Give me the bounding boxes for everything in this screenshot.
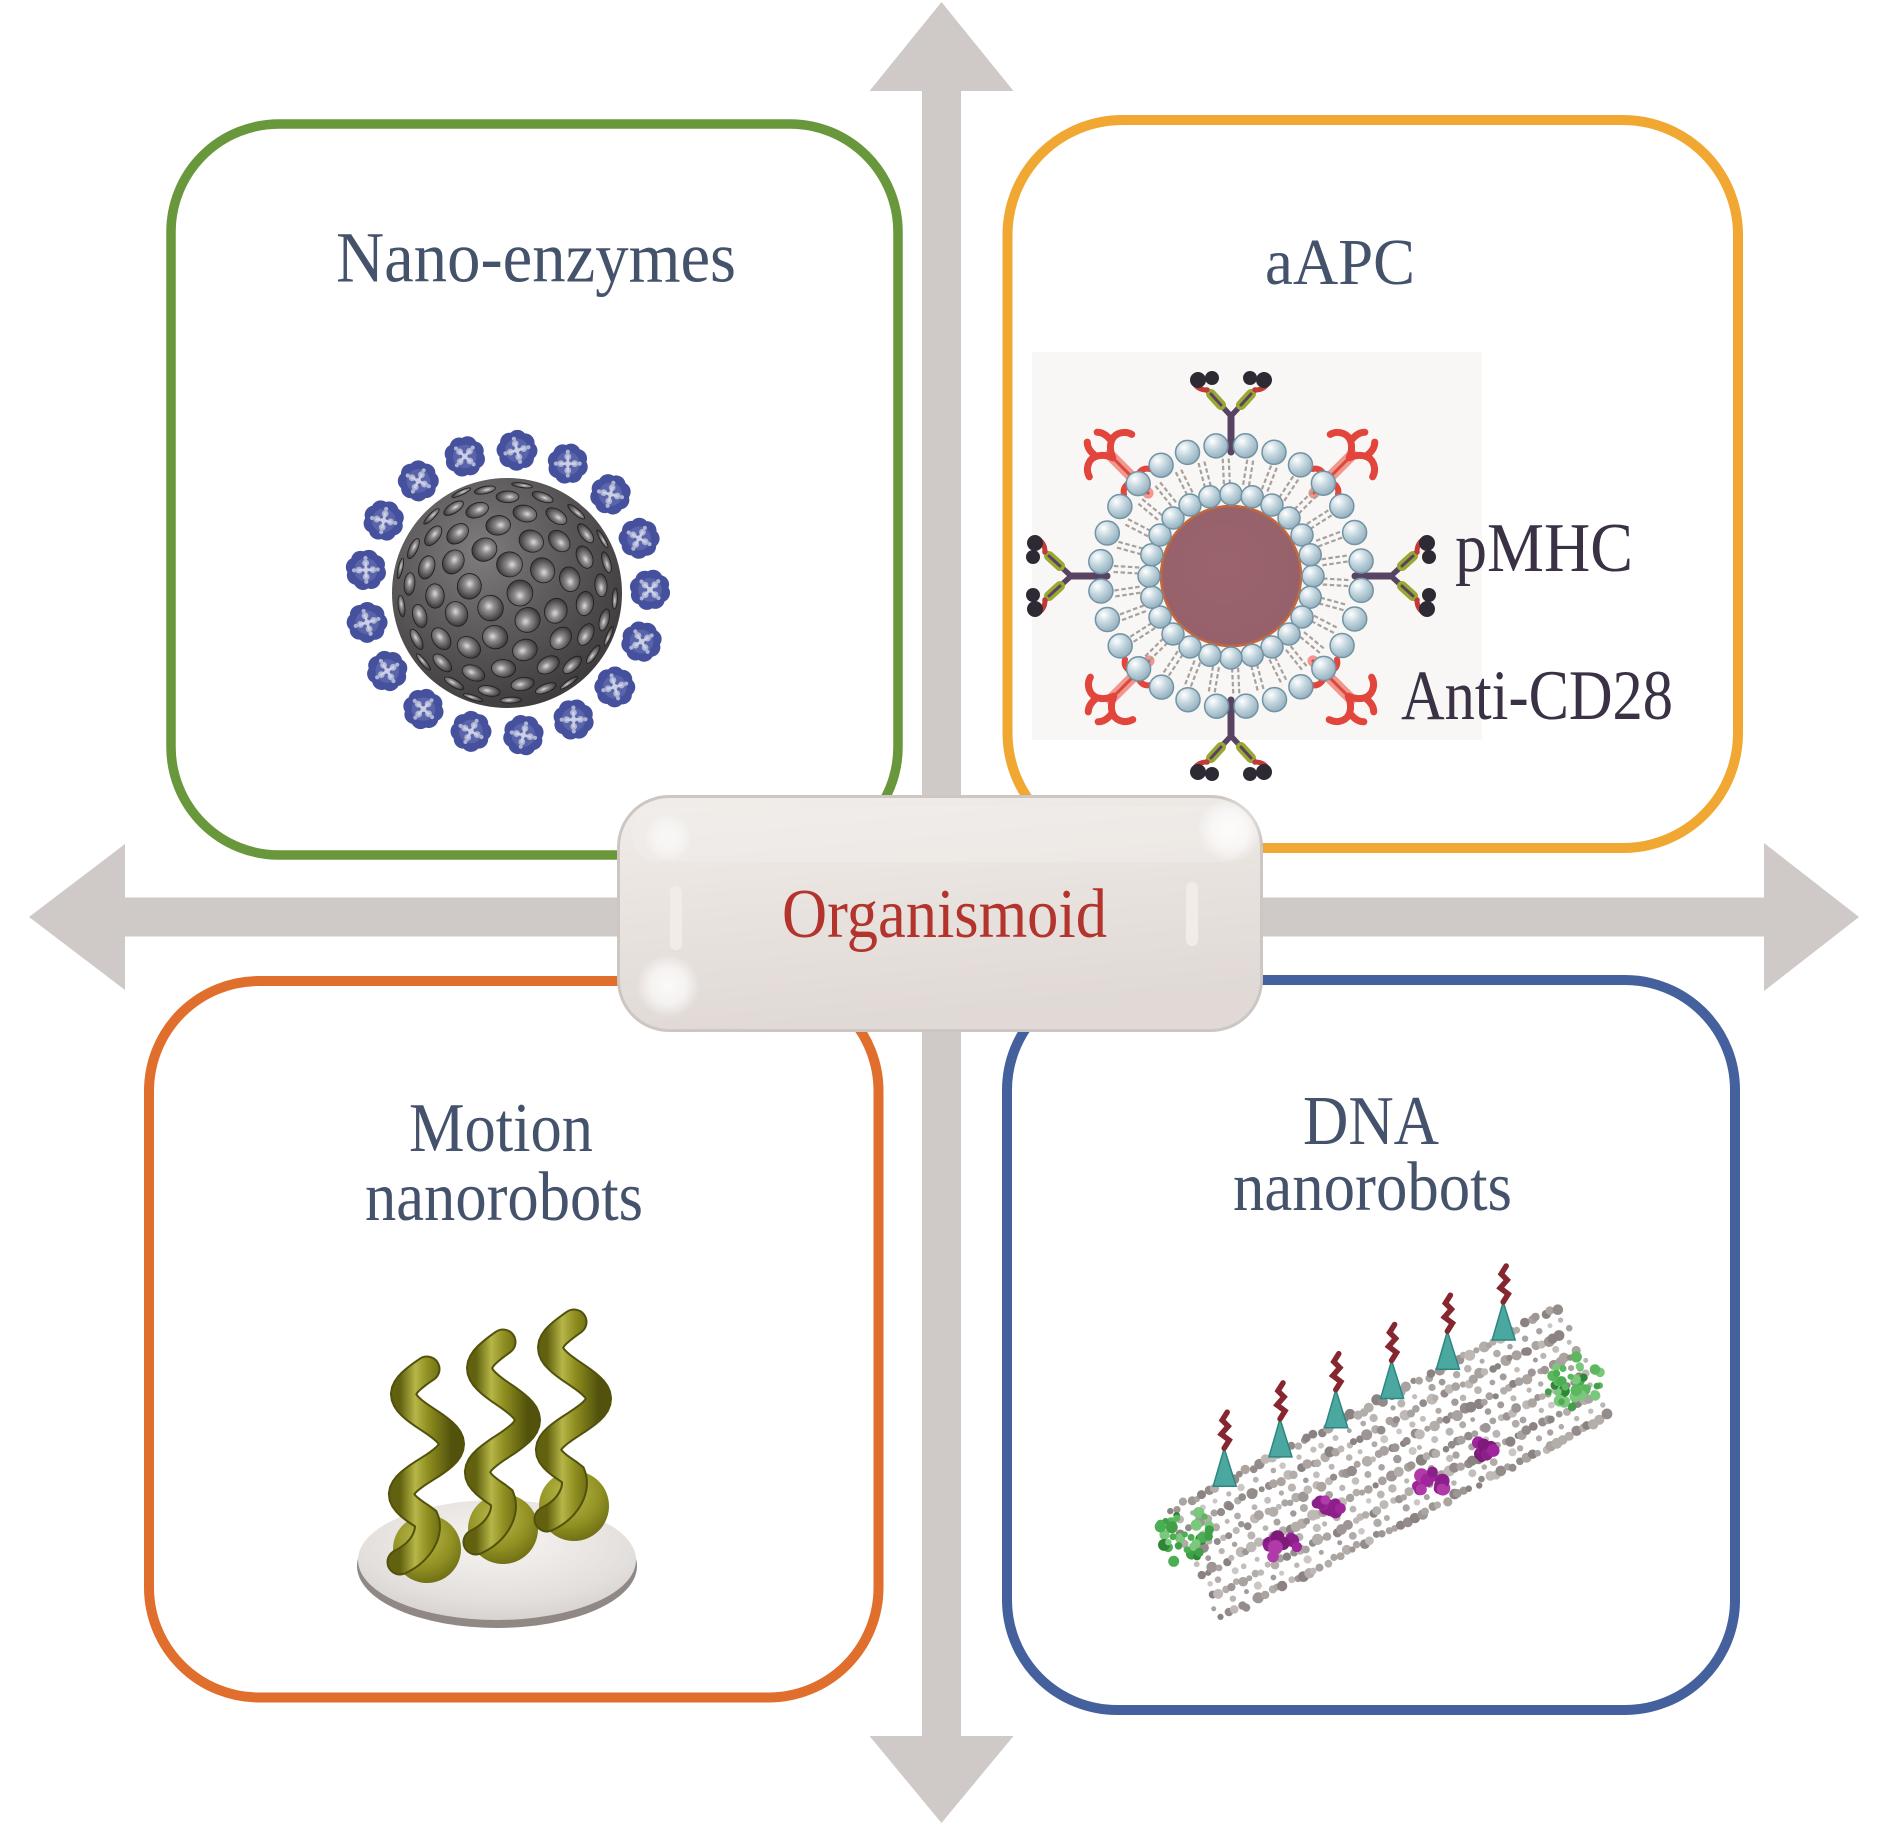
- svg-text:aAPC: aAPC: [1265, 226, 1415, 299]
- svg-text:nanorobots: nanorobots: [1233, 1149, 1512, 1226]
- svg-text:Nano-enzymes: Nano-enzymes: [336, 218, 736, 298]
- svg-text:DNA: DNA: [1303, 1083, 1439, 1160]
- svg-text:Organismoid: Organismoid: [782, 876, 1107, 953]
- svg-text:Anti-CD28: Anti-CD28: [1401, 657, 1673, 735]
- svg-text:pMHC: pMHC: [1455, 510, 1633, 587]
- svg-text:nanorobots: nanorobots: [365, 1159, 643, 1236]
- svg-text:Motion: Motion: [409, 1090, 593, 1167]
